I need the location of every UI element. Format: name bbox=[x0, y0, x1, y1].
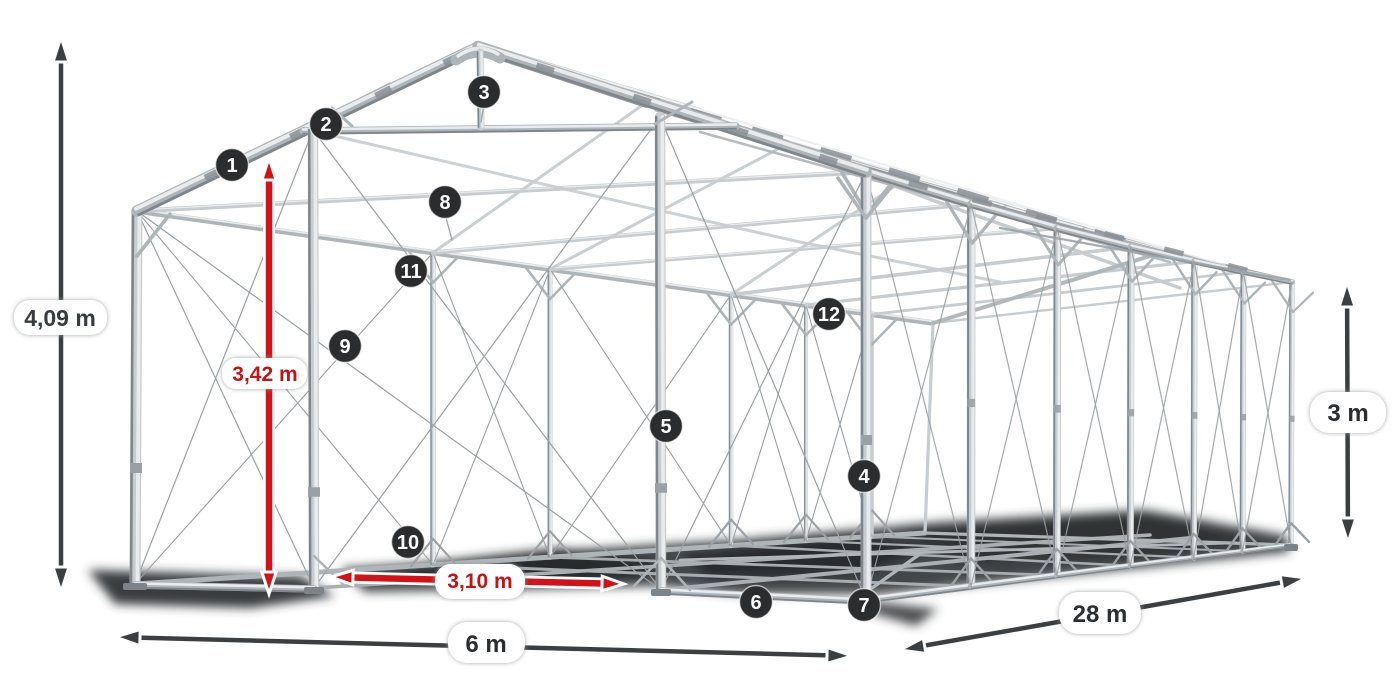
svg-text:2: 2 bbox=[320, 114, 331, 136]
svg-text:6 m: 6 m bbox=[465, 631, 506, 658]
svg-text:12: 12 bbox=[818, 304, 840, 326]
svg-text:3,42 m: 3,42 m bbox=[232, 363, 297, 386]
svg-text:28 m: 28 m bbox=[1073, 601, 1128, 628]
svg-text:4: 4 bbox=[858, 466, 870, 488]
svg-text:1: 1 bbox=[226, 155, 237, 177]
svg-text:9: 9 bbox=[339, 336, 350, 358]
svg-text:3 m: 3 m bbox=[1327, 400, 1368, 427]
svg-text:6: 6 bbox=[750, 592, 761, 614]
svg-text:3: 3 bbox=[478, 82, 489, 104]
svg-text:7: 7 bbox=[858, 595, 869, 617]
svg-text:4,09 m: 4,09 m bbox=[24, 305, 96, 331]
svg-text:5: 5 bbox=[660, 416, 671, 438]
svg-text:10: 10 bbox=[397, 532, 419, 554]
svg-text:3,10 m: 3,10 m bbox=[447, 570, 512, 593]
svg-text:11: 11 bbox=[400, 261, 421, 283]
svg-text:8: 8 bbox=[439, 192, 450, 214]
